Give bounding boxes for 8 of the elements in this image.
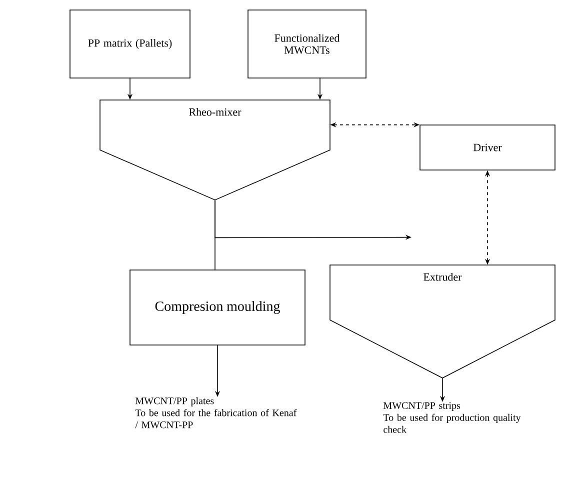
process-box: PP matrix (Pallets) [70,10,190,78]
output-note: MWCNT/PP strips To be used for production quality check [383,402,521,433]
process-box: Driver [420,124,556,170]
process-box: Functionalized MWCNTs [248,10,366,78]
extruder-hopper: Extruder [330,264,556,378]
process-box: Compresion moulding [130,270,306,346]
output-note: MWCNT/PP plates To be used for the fabrication of Kenaf / MWCNT-PP [135,397,297,428]
mixer-hopper: Rheo-mixer [100,100,330,200]
